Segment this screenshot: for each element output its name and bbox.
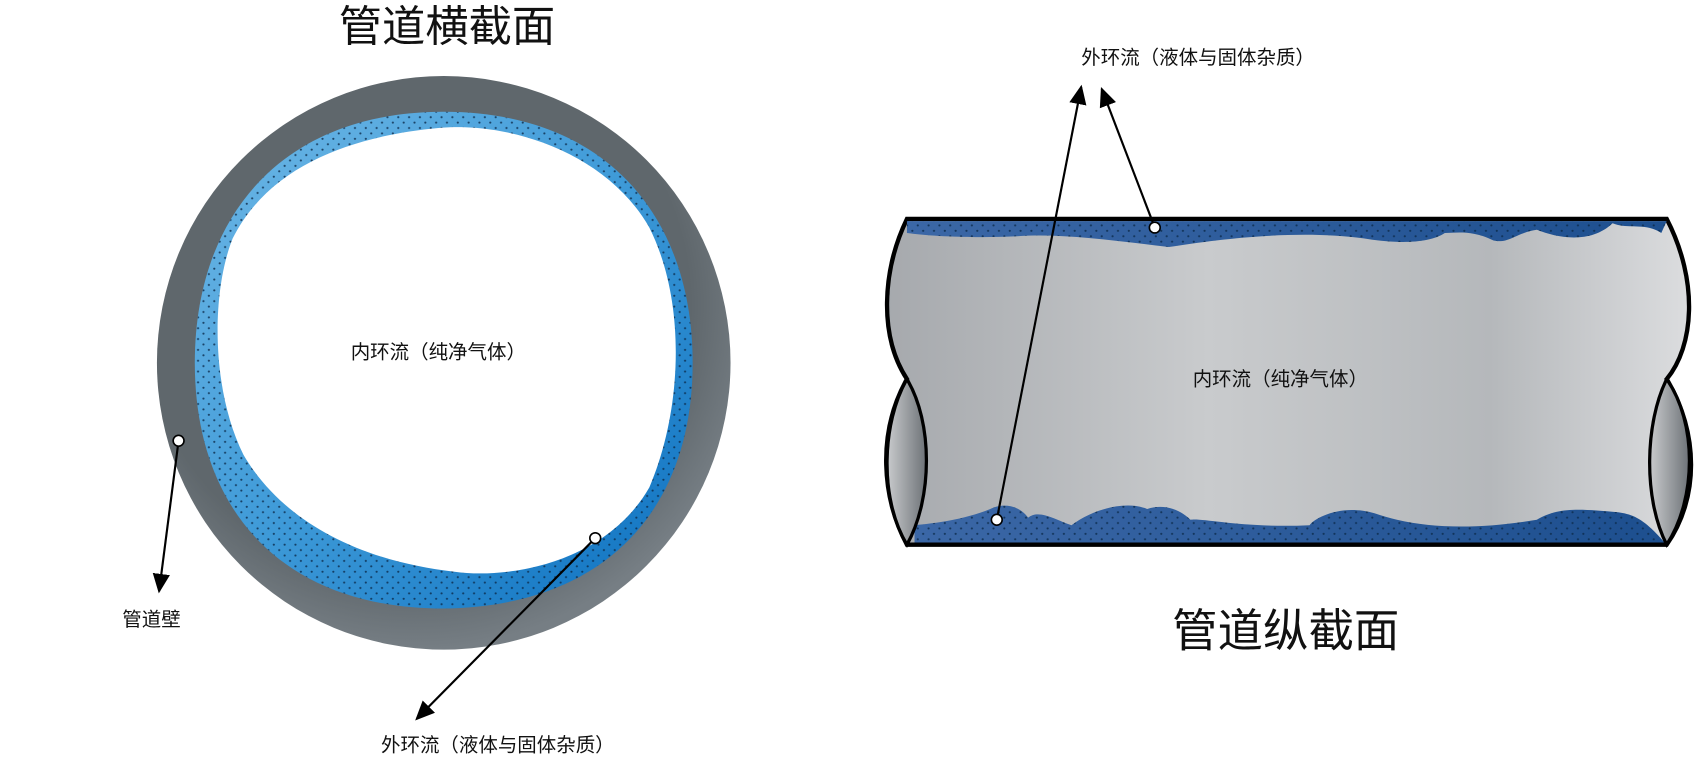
right-end-cap bbox=[1648, 375, 1692, 548]
cross-inner-label: 内环流（纯净气体） bbox=[351, 341, 526, 364]
longitudinal-section-title: 管道纵截面 bbox=[1172, 604, 1399, 657]
cross-outer-label: 外环流（液体与固体杂质） bbox=[381, 733, 615, 756]
long-inner-label: 内环流（纯净气体） bbox=[1193, 368, 1368, 391]
cross-section: 管道横截面 内环流（纯净气体） 管道壁 外环流（液体与固体杂质） bbox=[122, 2, 731, 756]
cross-outer-marker bbox=[589, 531, 602, 545]
inner-gas-core bbox=[217, 127, 676, 574]
long-outer-label: 外环流（液体与固体杂质） bbox=[1081, 46, 1315, 69]
long-top-marker bbox=[1148, 221, 1162, 234]
wall-marker bbox=[172, 434, 185, 448]
bottom-liquid-layer bbox=[914, 505, 1665, 543]
top-liquid-layer bbox=[906, 221, 1667, 248]
longitudinal-section: 内环流（纯净气体） 外环流（液体与固体杂质） 管道纵截面 bbox=[884, 46, 1694, 657]
left-end-cap bbox=[885, 375, 929, 548]
long-outer-arrow-top bbox=[1099, 87, 1156, 228]
cross-outer-arrow bbox=[415, 537, 597, 721]
wall-label: 管道壁 bbox=[122, 608, 180, 631]
wall-arrow bbox=[152, 440, 180, 594]
long-outer-arrow-bottom bbox=[995, 84, 1087, 520]
long-bottom-marker bbox=[990, 513, 1003, 527]
cross-section-title: 管道横截面 bbox=[339, 2, 555, 52]
